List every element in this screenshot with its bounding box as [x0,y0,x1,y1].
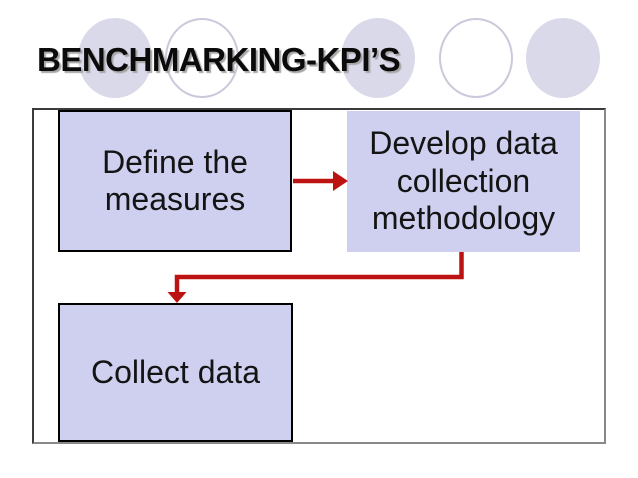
decorative-circle-filled [526,18,600,98]
decorative-circle-filled [341,18,415,98]
decorative-circle-outlined [165,18,239,98]
arrow-develop-to-collect [167,252,464,303]
flow-box-collect-data: Collect data [58,303,293,442]
decorative-circle-filled [78,18,152,98]
slide-title: BENCHMARKING-KPI’S [37,41,401,78]
decorative-circle-outlined [439,18,513,98]
diagram-frame: Define the measures Develop data collect… [32,108,606,444]
flow-box-define-the-measures: Define the measures [58,110,292,252]
flow-box-develop-data-collection-methodology: Develop data collection methodology [347,111,580,252]
arrow-define-to-develop [293,171,348,191]
